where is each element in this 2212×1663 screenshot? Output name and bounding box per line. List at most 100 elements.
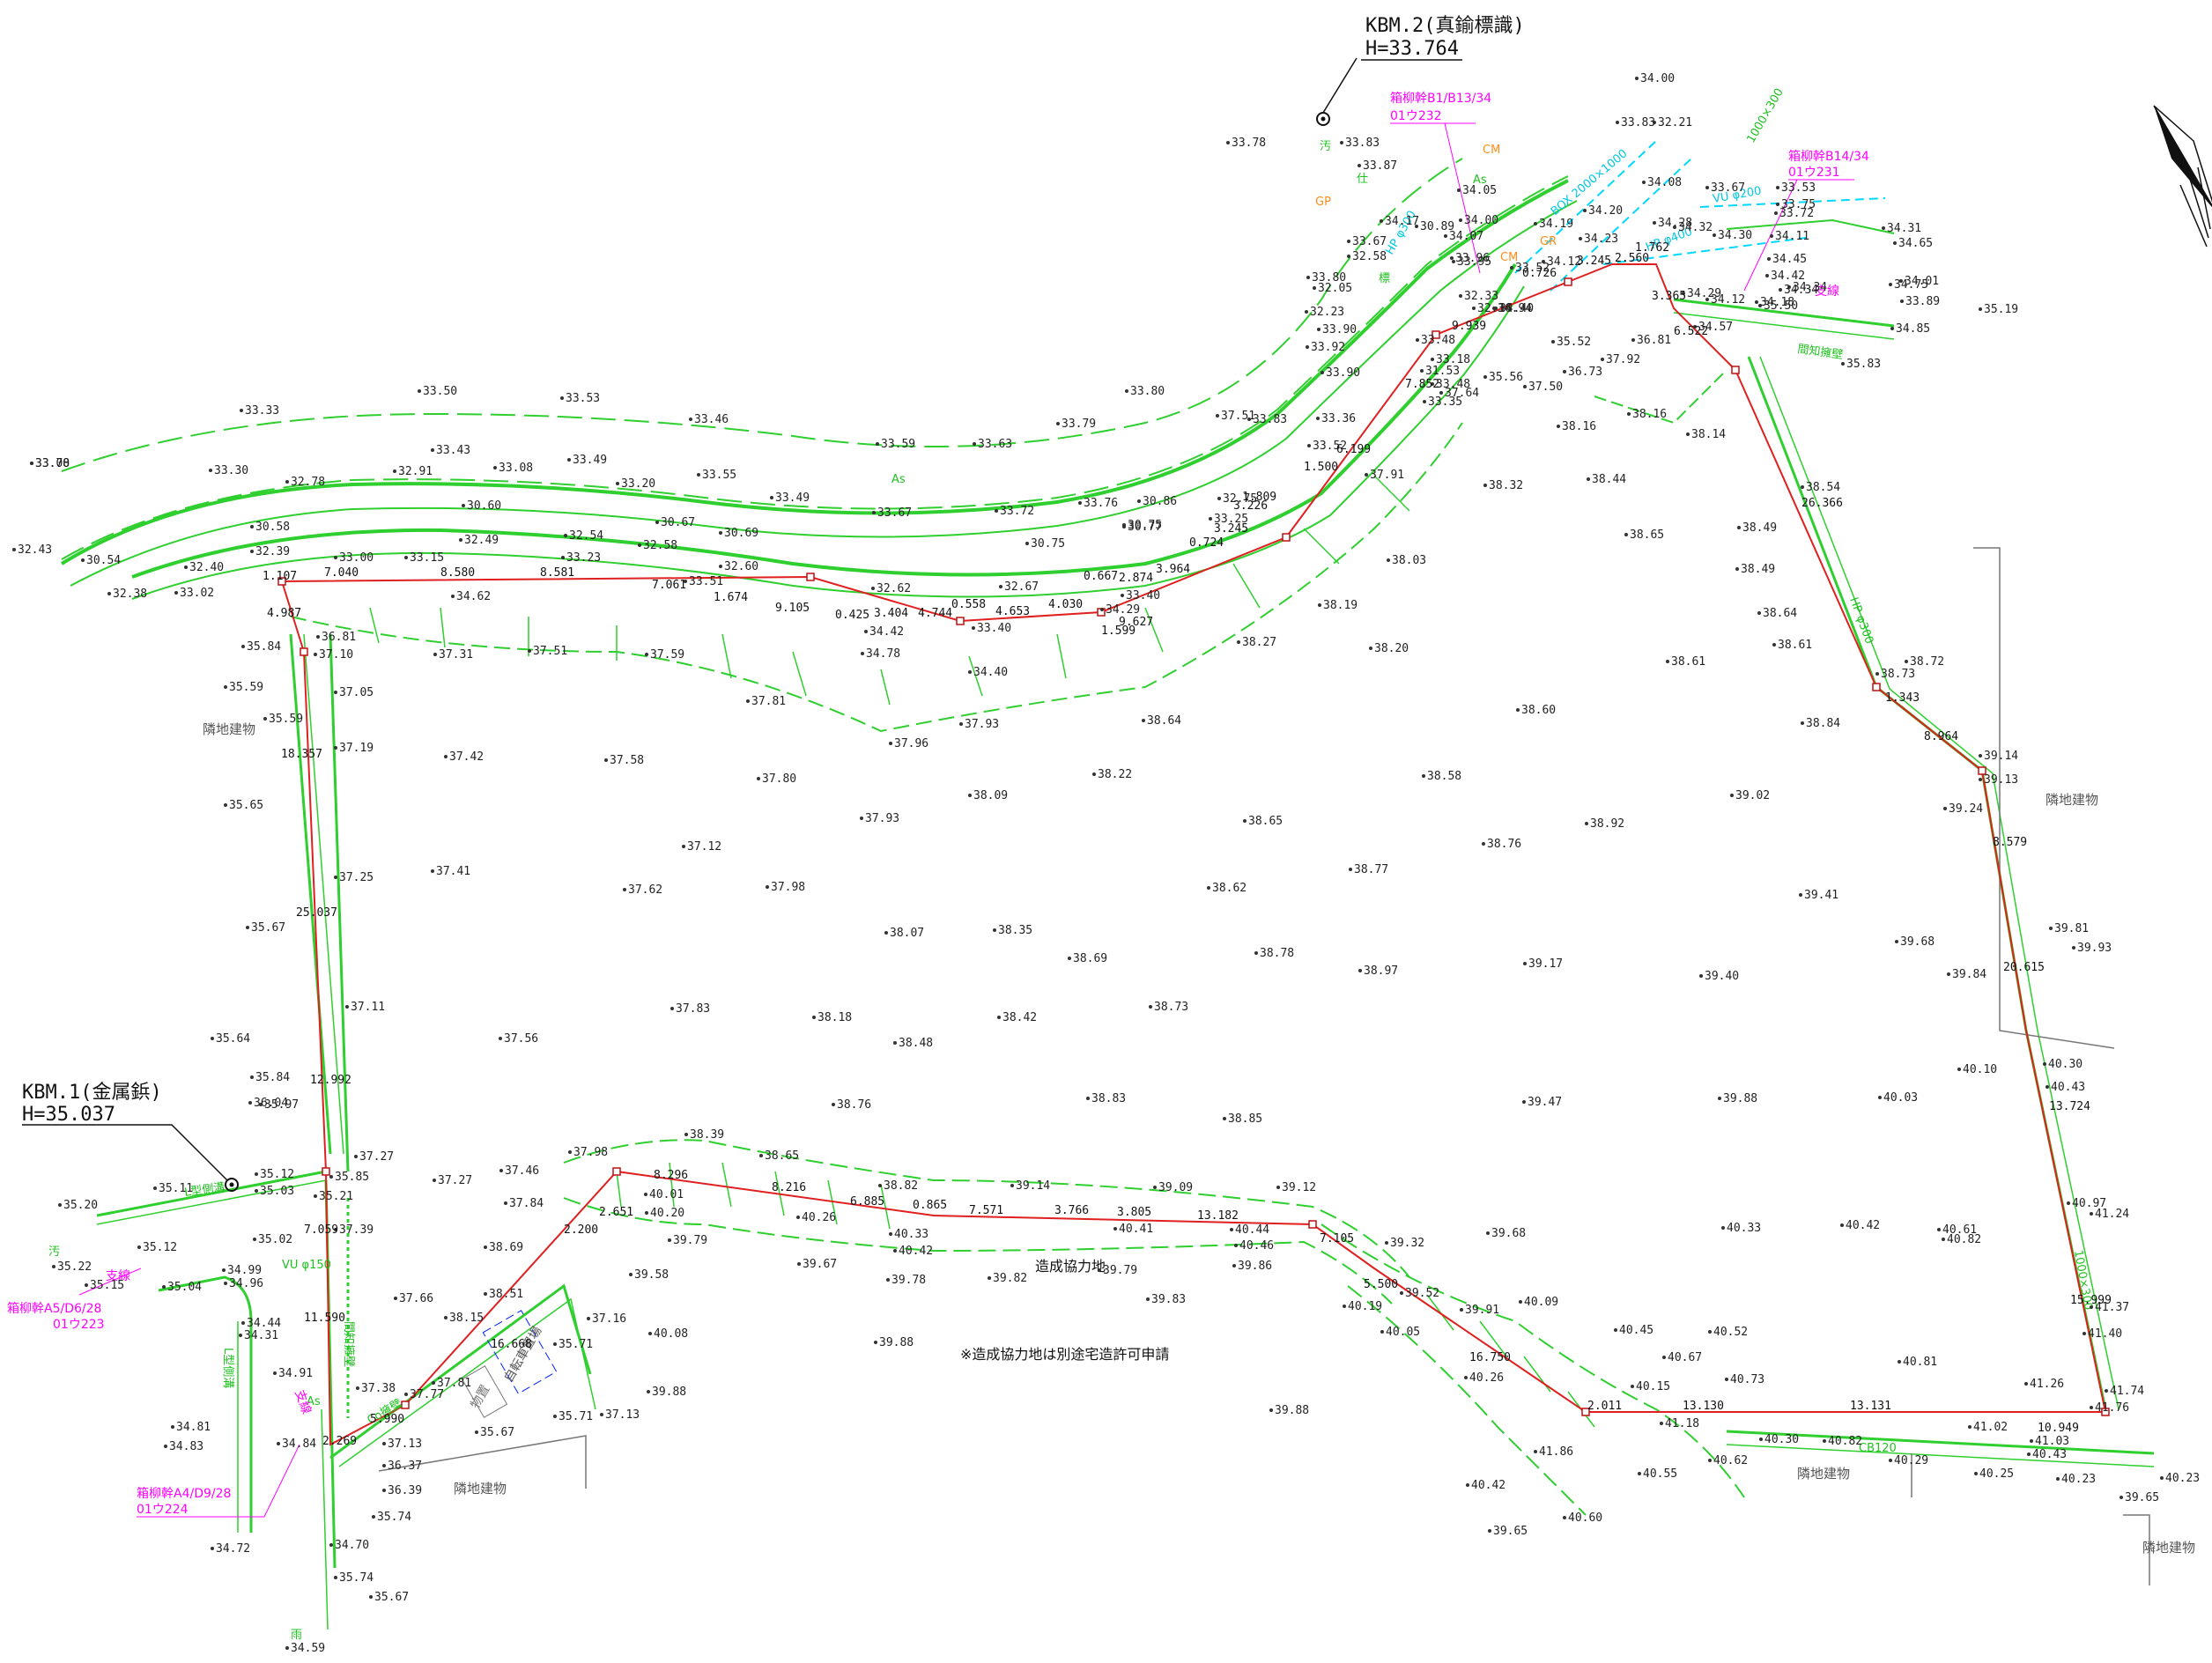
- elevation-value: 35.11: [159, 1182, 193, 1195]
- elevation-value: 37.31: [439, 648, 473, 662]
- elevation-dot: [1232, 1264, 1236, 1268]
- elevation-dot: [499, 1169, 503, 1172]
- elevation-value: 40.44: [1235, 1223, 1269, 1237]
- dimension-value: 6.199: [1336, 443, 1371, 456]
- elevation-dot: [2030, 1439, 2033, 1443]
- elevation-value: 37.13: [388, 1438, 422, 1451]
- elevation-dot: [1347, 240, 1350, 243]
- elevation-dot: [1523, 962, 1527, 965]
- elevation-dot: [451, 595, 455, 598]
- elevation-dot: [689, 418, 692, 421]
- elevation-value: 34.91: [278, 1367, 313, 1380]
- elevation-value: 37.05: [339, 686, 374, 699]
- elevation-value: 33.18: [1436, 353, 1470, 366]
- elevation-value: 32.58: [643, 539, 677, 552]
- dimension-value: 0.558: [951, 598, 986, 611]
- elevation-value: 34.40: [1499, 302, 1534, 315]
- elevation-dot: [1942, 1238, 1945, 1241]
- elevation-value: 34.81: [176, 1421, 211, 1434]
- elevation-value: 34.18: [1760, 296, 1794, 309]
- elevation-value: 35.74: [377, 1511, 411, 1524]
- elevation-value: 40.33: [1727, 1222, 1761, 1235]
- elevation-dot: [263, 717, 267, 721]
- elevation-value: 37.13: [605, 1408, 640, 1422]
- elevation-value: 36.81: [1637, 334, 1671, 347]
- elevation-dot: [1387, 558, 1390, 562]
- dimension-value: 3.365: [1652, 290, 1686, 303]
- elevation-dot: [719, 531, 722, 535]
- elevation-dot: [334, 1576, 337, 1579]
- elevation-dot: [1875, 672, 1879, 676]
- elevation-value: 35.97: [264, 1098, 299, 1112]
- elevation-dot: [1217, 497, 1221, 500]
- elevation-dot: [1422, 774, 1425, 778]
- elevation-value: 38.54: [1806, 481, 1840, 494]
- elevation-value: 40.30: [2048, 1058, 2083, 1071]
- elevation-value: 33.49: [573, 454, 607, 467]
- svg-text:標: 標: [1379, 272, 1390, 285]
- elevation-value: 37.98: [573, 1146, 608, 1159]
- elevation-value: 38.61: [1778, 639, 1812, 652]
- elevation-dot: [623, 888, 626, 891]
- elevation-value: 41.02: [1973, 1421, 2008, 1434]
- elevation-dot: [1776, 186, 1779, 189]
- elevation-dot: [250, 550, 254, 553]
- elevation-value: 39.14: [1016, 1179, 1050, 1193]
- elevation-value: 34.40: [973, 666, 1008, 679]
- elevation-dot: [137, 1245, 141, 1249]
- elevation-value: 33.72: [1000, 505, 1034, 518]
- elevation-value: 36.37: [388, 1460, 422, 1473]
- elevation-value: 39.68: [1900, 935, 1935, 949]
- dimension-value: 1.762: [1635, 241, 1669, 255]
- elevation-dot: [1899, 279, 1903, 283]
- elevation-value: 35.74: [339, 1571, 374, 1585]
- elevation-value: 34.75: [1894, 278, 1928, 292]
- elevation-dot: [1522, 1100, 1526, 1104]
- elevation-dot: [655, 521, 659, 524]
- elevation-value: 34.42: [869, 625, 904, 639]
- west-road: [289, 633, 350, 1630]
- elevation-value: 32.58: [1352, 250, 1387, 263]
- elevation-dot: [1523, 385, 1527, 388]
- elevation-dot: [153, 1186, 157, 1190]
- kbm1-label: KBM.1(金属鋲): [22, 1082, 162, 1104]
- elevation-value: 37.83: [676, 1002, 710, 1016]
- elevation-value: 40.26: [1469, 1371, 1504, 1385]
- dimension-value: 11.590: [304, 1312, 345, 1325]
- elevation-value: 32.33: [1464, 290, 1498, 303]
- elevation-value: 33.63: [978, 438, 1012, 451]
- elevation-value: 33.02: [180, 587, 214, 600]
- elevation-value: 33.83: [1253, 413, 1287, 426]
- dimension-value: 0.667: [1084, 570, 1118, 583]
- elevation-dot: [1385, 1241, 1388, 1245]
- elevation-dot: [285, 480, 289, 484]
- elevation-dot: [1653, 221, 1656, 225]
- elevation-value: 32.40: [189, 561, 224, 574]
- dimension-value: 13.131: [1850, 1400, 1891, 1413]
- elevation-value: 33.15: [410, 551, 444, 565]
- elevation-dot: [797, 1262, 801, 1266]
- elevation-value: 33.83: [1345, 137, 1380, 150]
- elevation-value: 39.65: [1493, 1525, 1528, 1538]
- elevation-dot: [1878, 1096, 1882, 1099]
- elevation-dot: [968, 794, 972, 797]
- elevation-dot: [1882, 226, 1885, 230]
- neighbor-building-sw: 隣地建物: [454, 1481, 507, 1497]
- dimension-value: 8.964: [1924, 730, 1958, 743]
- elevation-value: 34.94: [1498, 302, 1532, 315]
- dimension-value: 2.011: [1587, 1400, 1622, 1413]
- elevation-dot: [1316, 417, 1320, 420]
- elevation-value: 40.45: [1619, 1324, 1653, 1337]
- elevation-dot: [2120, 1496, 2123, 1499]
- elevation-dot: [1551, 340, 1555, 344]
- elevation-dot: [1486, 1231, 1490, 1235]
- dimension-value: 8.581: [540, 566, 574, 580]
- elevation-value: 34.59: [291, 1642, 325, 1655]
- boundary-vertices: [277, 277, 2110, 1416]
- elevation-value: 34.72: [216, 1542, 250, 1556]
- elevation-dot: [604, 758, 608, 762]
- elevation-dot: [629, 1273, 633, 1276]
- elevation-value: 40.10: [1963, 1063, 1997, 1076]
- elevation-dot: [876, 442, 879, 446]
- elevation-value: 30.77: [1128, 521, 1162, 534]
